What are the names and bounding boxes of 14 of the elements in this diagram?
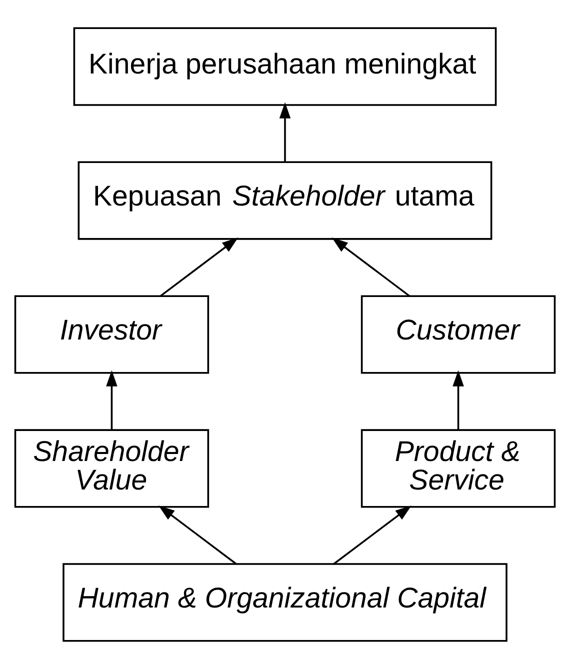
node-box: Kepuasan Stakeholder utama [78,160,492,240]
arrow [452,370,464,430]
arrow [279,102,291,162]
node-box: Human & Organizational Capital [62,562,508,642]
node-box: Customer [360,294,556,374]
node-box: Kinerja perusahaan meningkat [73,26,497,106]
node-box: Investor [14,294,210,374]
node-box: Product & Service [360,428,556,508]
arrow [158,505,237,564]
arrow [160,237,238,296]
arrow [333,505,412,564]
arrow [332,237,410,296]
node-box: Shareholder Value [14,428,210,508]
arrow [106,370,118,430]
